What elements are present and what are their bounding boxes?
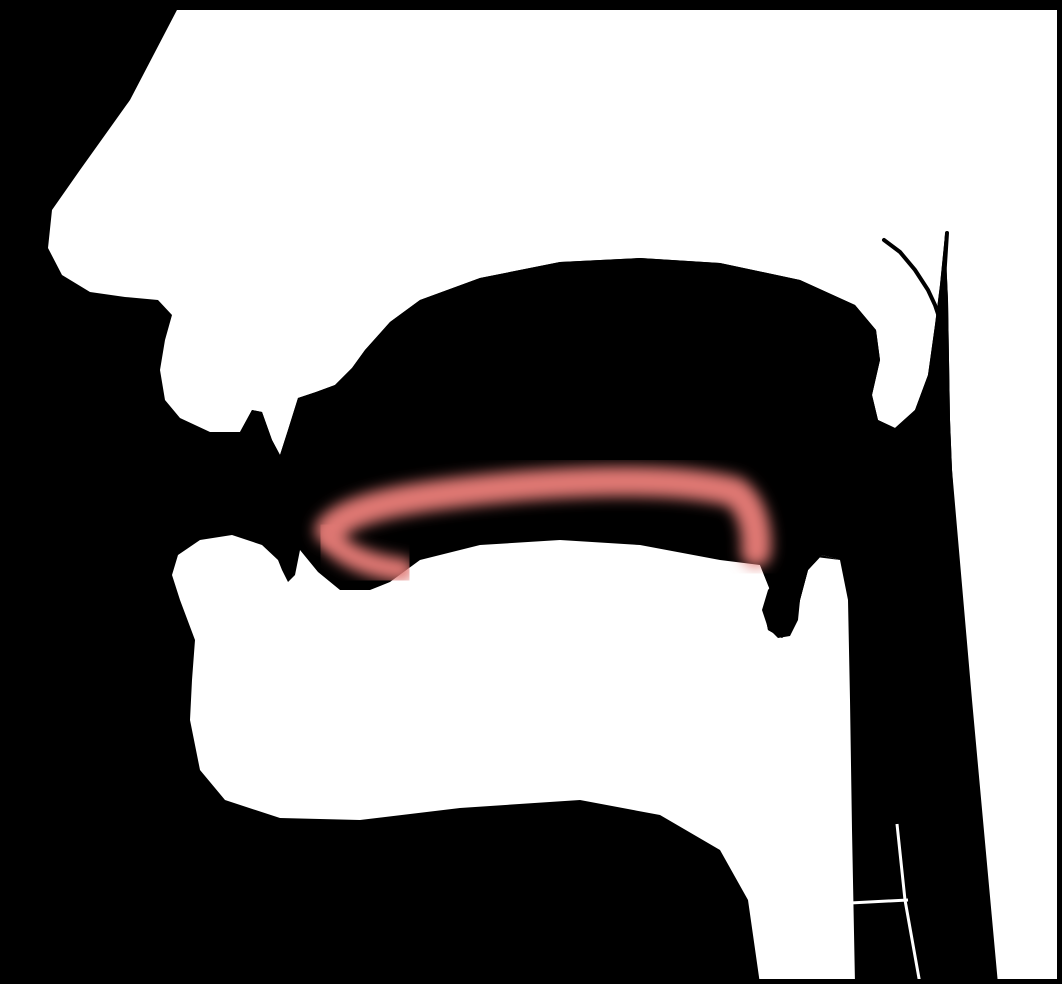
vocal-tract-diagram [0,0,1062,984]
vocal-tract-svg [0,0,1062,984]
